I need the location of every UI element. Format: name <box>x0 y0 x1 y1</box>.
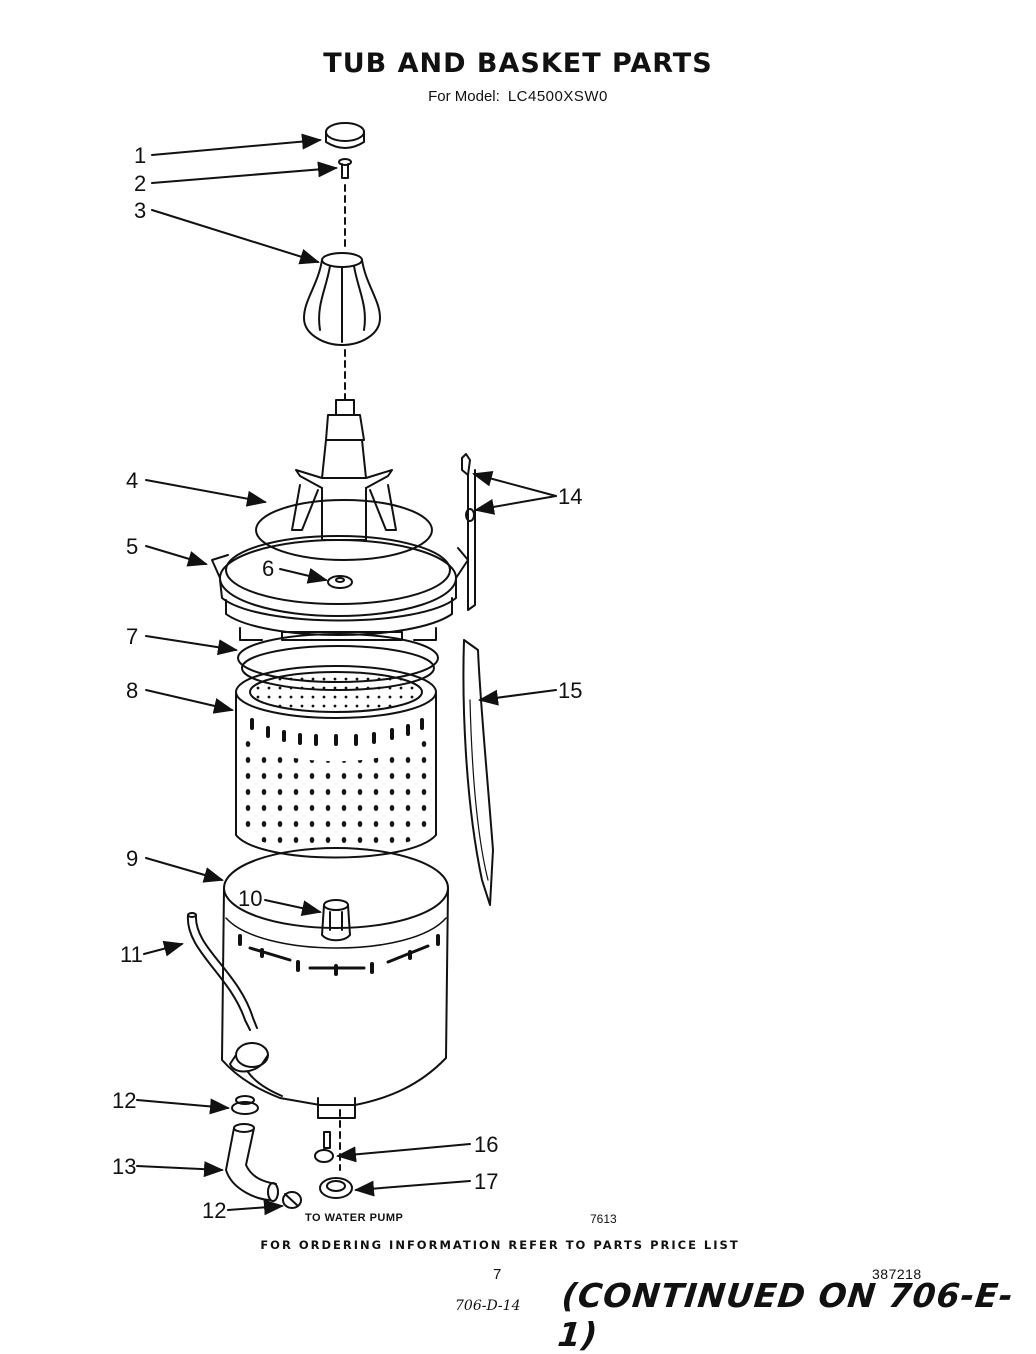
part-3-agitator-sleeve <box>303 252 381 346</box>
part-13-elbow-hose <box>225 1123 279 1202</box>
part-12-clamp-upper <box>231 1095 259 1115</box>
callout-4: 4 <box>126 468 138 493</box>
callout-17: 17 <box>474 1169 498 1194</box>
model-line: For Model: LC4500XSW0 <box>0 88 1036 105</box>
part-10-coupling <box>321 899 351 942</box>
callout-8: 8 <box>126 678 138 703</box>
exploded-parts-diagram: 1 2 3 4 5 6 7 8 9 10 11 14 15 12 13 12 1… <box>112 122 582 1223</box>
leader-2 <box>151 161 338 184</box>
model-number: LC4500XSW0 <box>507 88 608 105</box>
part-16-screw <box>314 1131 334 1163</box>
model-prefix: For Model: <box>428 88 500 105</box>
leader-13 <box>136 1161 224 1178</box>
callout-3: 3 <box>134 198 146 223</box>
part-8-basket <box>235 665 437 859</box>
part-15-baffle <box>462 639 494 906</box>
part-14-clips <box>461 453 476 611</box>
leader-12b <box>227 1199 284 1216</box>
leader-7 <box>145 635 238 656</box>
callout-7: 7 <box>126 624 138 649</box>
water-pump-label: TO WATER PUMP <box>305 1212 404 1224</box>
leader-10 <box>264 899 322 916</box>
leader-1 <box>151 133 322 156</box>
leader-3 <box>151 209 320 265</box>
page-title: TUB AND BASKET PARTS <box>323 48 713 79</box>
continued-note: (CONTINUED ON 706-E-1) <box>555 1276 1016 1354</box>
callout-12a: 12 <box>112 1088 136 1113</box>
callout-13: 13 <box>112 1154 136 1179</box>
part-12-clamp-lower <box>282 1191 302 1209</box>
leader-6 <box>279 568 328 584</box>
handwritten-ref: 706-D-14 <box>455 1298 521 1314</box>
callout-9: 9 <box>126 846 138 871</box>
part-9-outer-tub <box>221 847 449 1119</box>
ordering-note: FOR ORDERING INFORMATION REFER TO PARTS … <box>260 1238 740 1252</box>
document-id: 387218 <box>872 1266 922 1282</box>
leader-17 <box>354 1180 471 1197</box>
callout-6: 6 <box>262 556 274 581</box>
part-1-cap <box>325 122 365 149</box>
leader-8 <box>145 689 234 714</box>
part-6-nut <box>327 575 353 589</box>
callout-11: 11 <box>120 942 143 967</box>
callout-1: 1 <box>134 143 146 168</box>
leader-5 <box>145 545 208 567</box>
callout-2: 2 <box>134 171 146 196</box>
leader-12a <box>136 1098 230 1115</box>
part-11-hose <box>186 912 258 1031</box>
leader-11 <box>143 940 184 957</box>
leader-16 <box>336 1143 471 1163</box>
figure-code: 7613 <box>590 1212 617 1226</box>
callout-15: 15 <box>558 678 582 703</box>
part-5-tub-ring <box>211 535 469 636</box>
leader-14b <box>474 495 557 515</box>
callout-5: 5 <box>126 534 138 559</box>
callout-10: 10 <box>238 886 262 911</box>
drain-outlet <box>229 1042 269 1073</box>
leader-9 <box>145 857 224 883</box>
leader-14a <box>472 470 557 497</box>
callout-16: 16 <box>474 1132 498 1157</box>
callout-12b: 12 <box>202 1198 226 1223</box>
leader-15 <box>478 689 557 706</box>
callout-14: 14 <box>558 484 582 509</box>
page-number: 7 <box>493 1266 502 1283</box>
leader-4 <box>145 479 267 507</box>
part-17-seal <box>319 1177 353 1199</box>
part-2-screw <box>338 158 352 179</box>
